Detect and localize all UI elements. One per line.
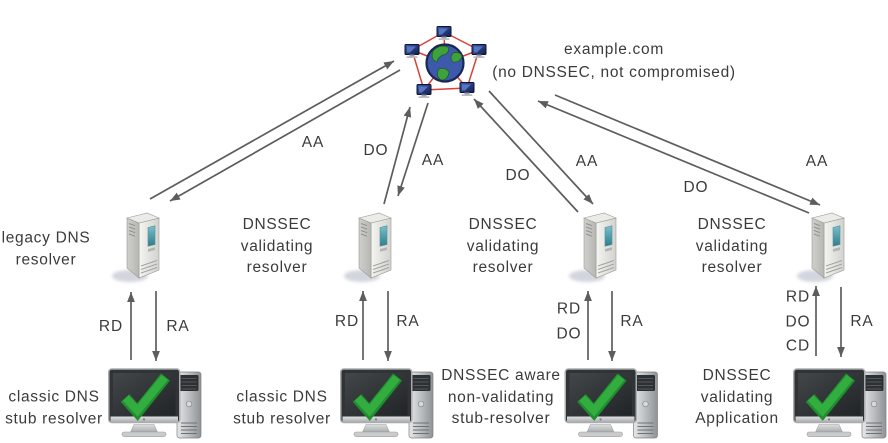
arrow-response-internet-to-resolver1 <box>169 69 401 202</box>
arrows-downstream <box>127 286 845 361</box>
flag-response-upstream-3: AA <box>575 152 599 170</box>
internet-label: example.com (no DNSSEC, not compromised) <box>492 41 736 81</box>
flag-response-upstream-1: AA <box>301 133 325 151</box>
flag-response-downstream-2: RA <box>396 312 420 330</box>
flag-query-downstream-4: RD DO CD <box>785 288 811 355</box>
workstation-check-icon-client3 <box>565 369 657 438</box>
resolver-label-2: DNSSEC validating resolver <box>240 215 314 276</box>
server-icon-resolver1 <box>112 213 159 282</box>
flag-response-downstream-1: RA <box>166 317 190 335</box>
flag-query-downstream-2: RD <box>334 312 360 330</box>
arrow-response-internet-to-resolver3 <box>488 90 594 205</box>
arrow-query-resolver1-to-internet <box>149 60 395 200</box>
resolver-label-3: DNSSEC validating resolver <box>466 215 540 276</box>
workstation-check-icon-client2 <box>341 369 433 438</box>
client-label-4: DNSSEC validating Application <box>695 366 779 427</box>
client-label-2: classic DNS stub resolver <box>233 388 331 428</box>
resolver-label-4: DNSSEC validating resolver <box>695 215 769 276</box>
server-icon-resolver3 <box>569 213 616 282</box>
server-icon-resolver4 <box>797 213 844 282</box>
flag-query-downstream-3: RD DO <box>556 300 582 343</box>
workstation-check-icon-client1 <box>109 369 201 438</box>
flag-response-upstream-2: AA <box>421 151 445 169</box>
client-label-3: DNSSEC aware non-validating stub-resolve… <box>441 366 561 427</box>
flag-response-upstream-4: AA <box>805 152 829 170</box>
flag-query-downstream-1: RD <box>98 317 124 335</box>
flag-query-upstream-3: DO <box>505 166 531 184</box>
flag-query-upstream-4: DO <box>683 178 709 196</box>
resolver-label-1: legacy DNS resolver <box>1 229 91 269</box>
arrow-query-resolver4-to-internet <box>537 100 810 214</box>
arrows-upstream <box>149 60 821 214</box>
flag-query-upstream-2: DO <box>363 141 389 159</box>
client-label-1: classic DNS stub resolver <box>5 388 103 428</box>
arrow-query-resolver3-to-internet <box>473 98 579 213</box>
server-icon-resolver2 <box>344 213 391 282</box>
arrow-response-internet-to-resolver2 <box>397 102 429 197</box>
internet-mesh-icon <box>405 27 486 99</box>
flag-response-downstream-3: RA <box>620 312 644 330</box>
arrow-response-internet-to-resolver4 <box>554 94 821 206</box>
flag-response-downstream-4: RA <box>850 312 874 330</box>
workstation-check-icon-client4 <box>794 369 886 438</box>
arrow-query-resolver2-to-internet <box>383 106 412 205</box>
